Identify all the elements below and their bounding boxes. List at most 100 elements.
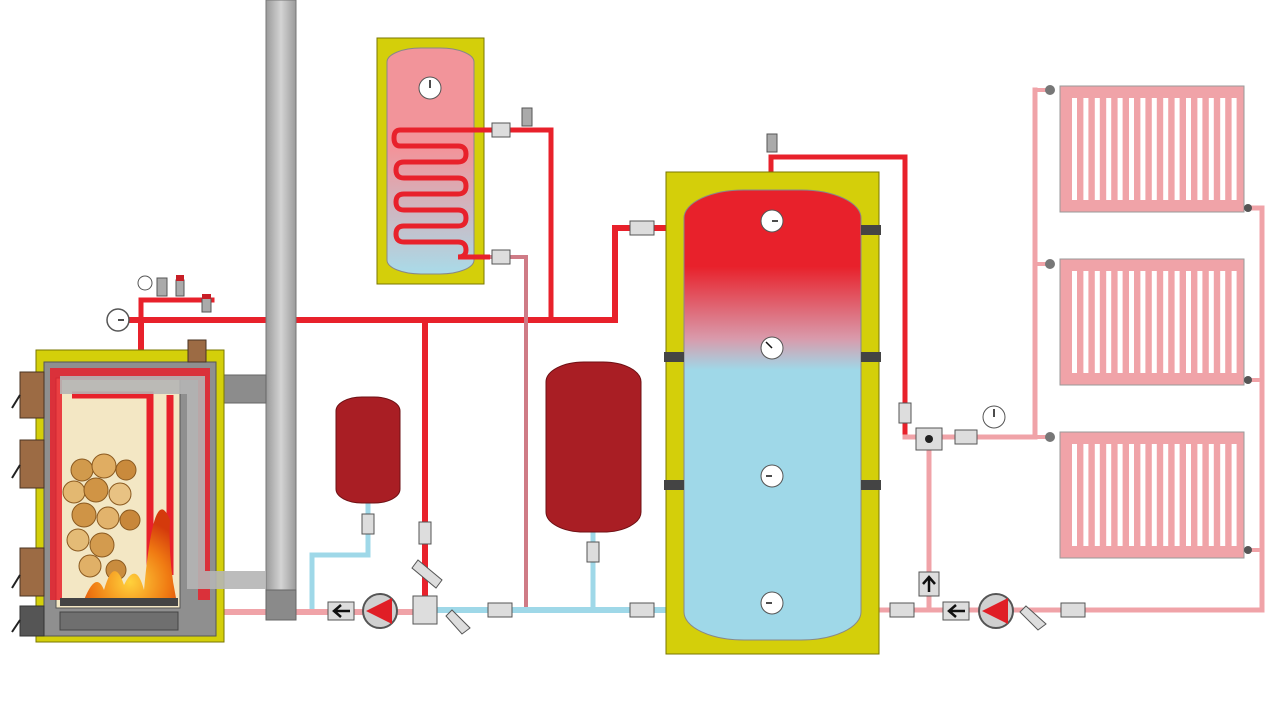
- buffer-inlet-valve: [629, 220, 655, 236]
- radiator-fin: [1163, 444, 1169, 546]
- radiator-fin: [1186, 98, 1191, 200]
- gauge-branch-pipe: [138, 297, 215, 323]
- radiator-fin: [1094, 271, 1100, 373]
- radiator-fin: [1117, 444, 1123, 546]
- safety-gauge-small: [137, 275, 153, 291]
- buffer-vessel: [683, 189, 862, 641]
- radiator-fin: [1174, 271, 1180, 373]
- radiator-fin: [1094, 444, 1100, 546]
- small-tank-body: [335, 396, 401, 504]
- radiator-fin: [1186, 444, 1191, 546]
- solid-fuel-boiler: [11, 339, 266, 643]
- radiator-circuit-fittings: [889, 402, 1086, 631]
- radiator-fin: [1072, 271, 1077, 373]
- buffer-clamp-1: [664, 352, 684, 362]
- door-handles: [11, 394, 21, 633]
- radiator-fin: [1174, 444, 1180, 546]
- radiator-fin: [1231, 271, 1237, 373]
- radiator-supply-valve: [954, 429, 978, 445]
- radiator-fin: [1208, 271, 1214, 373]
- buffer-clamp-2: [861, 352, 881, 362]
- shutoff-valve-buffer-return: [889, 602, 915, 618]
- strainer-bypass: [411, 559, 443, 589]
- chimney-stack: [265, 0, 297, 621]
- boiler-heat-exchanger: [72, 391, 174, 600]
- drain-valve-cap: [202, 294, 211, 299]
- chimney-base: [265, 589, 297, 621]
- buffer-air-vent: [766, 133, 778, 153]
- radiator-fin: [1129, 271, 1134, 373]
- radiator-fin: [1220, 98, 1226, 200]
- radiator-fin: [1220, 271, 1226, 373]
- radiator-fin: [1140, 444, 1146, 546]
- boiler-safety-group: [106, 275, 212, 332]
- radiator-fin: [1129, 444, 1134, 546]
- radiator-bottom-fins: [1072, 444, 1237, 546]
- radiator-fin: [1129, 98, 1134, 200]
- radiator-middle: [1059, 258, 1245, 386]
- dhw-return-pipe: [488, 255, 528, 612]
- pump-boiler-arrow: [366, 598, 392, 624]
- radiator-fin: [1072, 444, 1077, 546]
- radiator-fin: [1117, 271, 1123, 373]
- dhw-air-vent: [521, 107, 533, 127]
- radiator-top: [1059, 85, 1245, 213]
- strainer-return: [445, 609, 471, 635]
- radiator-fin: [1151, 98, 1157, 200]
- check-valve-arrow: [332, 604, 350, 618]
- ash-pan: [59, 611, 179, 631]
- expansion-tank-large: [545, 361, 642, 563]
- radiator-return-valve: [1060, 602, 1086, 618]
- buffer-clamp-5: [861, 225, 881, 235]
- radiator-fin: [1140, 98, 1146, 200]
- dhw-valve-top: [491, 122, 511, 138]
- boiler-grate: [60, 598, 178, 606]
- safety-valve-cap: [176, 275, 184, 281]
- boiler-flue-path: [60, 376, 266, 589]
- radiator-fin: [1072, 98, 1077, 200]
- buffer-needle-2: [765, 341, 773, 349]
- strainer-radiator: [1019, 605, 1047, 631]
- air-vent-boiler: [156, 277, 168, 297]
- radiator-fin: [1151, 444, 1157, 546]
- radiator-fin: [1106, 98, 1112, 200]
- buffer-tank: [629, 133, 881, 655]
- boiler-door-ash: [19, 605, 45, 637]
- radiator-fin: [1083, 444, 1089, 546]
- boiler-door-middle: [19, 439, 45, 489]
- dhw-coil: [391, 127, 490, 260]
- radiator-fin: [1197, 444, 1203, 546]
- radiator-top-fins: [1072, 98, 1237, 200]
- chimney: [221, 0, 297, 621]
- flow-arrow-up: [922, 575, 936, 592]
- flue-connector: [221, 374, 267, 404]
- expansion-tank-small: [335, 396, 401, 535]
- drain-valve-boiler: [201, 297, 212, 313]
- radiator-fin: [1231, 98, 1237, 200]
- radiator-fin: [1094, 98, 1100, 200]
- boiler-thermostat: [187, 339, 207, 363]
- radiator-bottom: [1059, 431, 1245, 559]
- firewood-logs: [62, 453, 141, 581]
- boiler-door-bottom: [19, 547, 45, 597]
- radiator-fin: [1163, 271, 1169, 373]
- radiator-fin: [1231, 444, 1237, 546]
- radiator-fin: [1083, 271, 1089, 373]
- radiator-fin: [1186, 271, 1191, 373]
- radiator-middle-fins: [1072, 271, 1237, 373]
- safety-valve-boiler: [175, 279, 185, 297]
- check-valve-radiator-arrow: [947, 604, 965, 618]
- radiator-fin: [1197, 98, 1203, 200]
- radiator-fin: [1163, 98, 1169, 200]
- radiator-shutoff-valve: [898, 402, 912, 424]
- radiator-fin: [1220, 444, 1226, 546]
- indirect-water-heater: [376, 37, 533, 285]
- radiator-fin: [1151, 271, 1157, 373]
- radiator-fin: [1197, 271, 1203, 373]
- radiator-fin: [1208, 98, 1214, 200]
- large-tank-body: [545, 361, 642, 533]
- radiator-valves: [1045, 85, 1252, 554]
- bypass-thermo-valve: [418, 521, 432, 545]
